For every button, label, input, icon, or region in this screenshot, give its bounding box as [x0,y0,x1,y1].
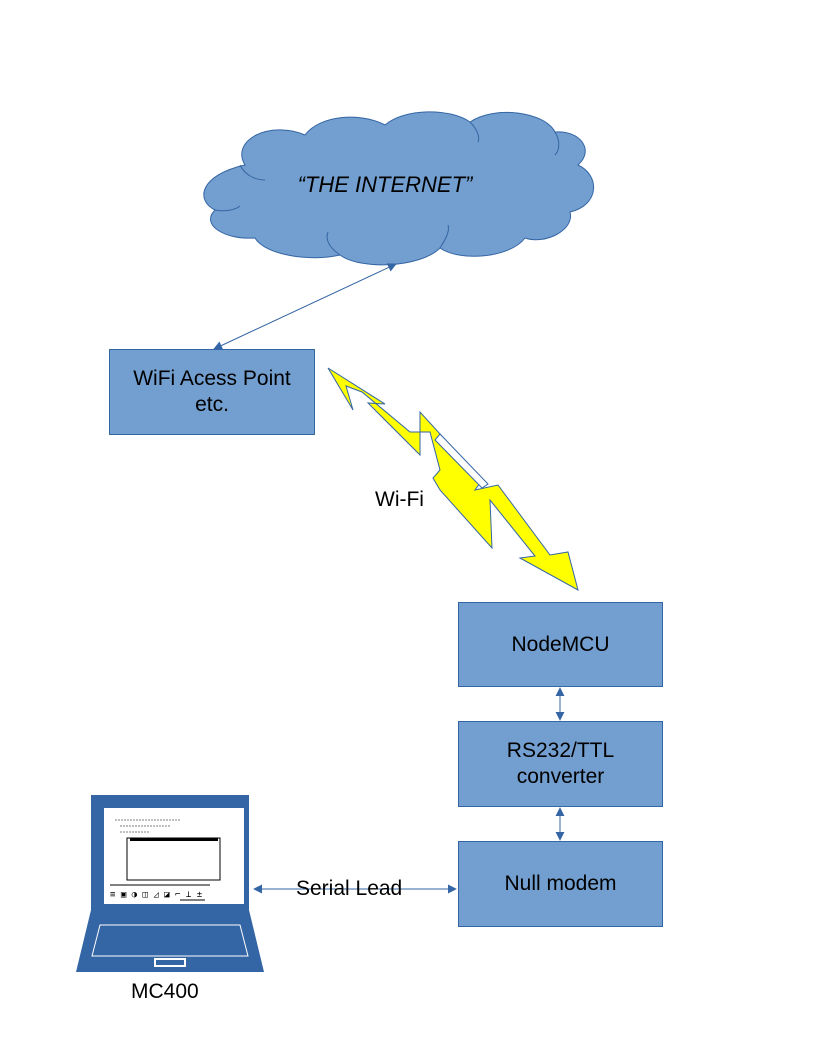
internet-cloud-icon [203,111,594,266]
wifi-ap-label-line1: WiFi Acess Point [133,367,291,390]
converter-label-line2: converter [516,765,605,788]
serial-lead-label: Serial Lead [296,877,403,900]
nodemcu-label: NodeMCU [511,632,610,656]
wifi-lightning-icon [327,367,579,592]
converter-label-line1: RS232/TTL [506,739,615,762]
internet-label: “THE INTERNET” [297,172,473,197]
internet-ap-connector [213,263,397,350]
wifi-access-point-box: WiFi Acess Point etc. [109,349,315,435]
wifi-link-label: Wi-Fi [375,488,424,511]
null-modem-box: Null modem [458,841,663,927]
nodemcu-box: NodeMCU [458,602,663,687]
laptop-icon: ≡ ▣ ◑ ◫ ◿ ◪ ⌐ ⊥ ± [76,795,264,972]
wifi-ap-label-line2: etc. [195,393,229,416]
rs232-ttl-converter-box: RS232/TTL converter [458,721,663,807]
laptop-label: MC400 [131,980,199,1003]
svg-text:≡ ▣ ◑ ◫ ◿ ◪ ⌐ ⊥ ±: ≡ ▣ ◑ ◫ ◿ ◪ ⌐ ⊥ ± [110,890,203,900]
null-modem-label: Null modem [504,872,617,895]
